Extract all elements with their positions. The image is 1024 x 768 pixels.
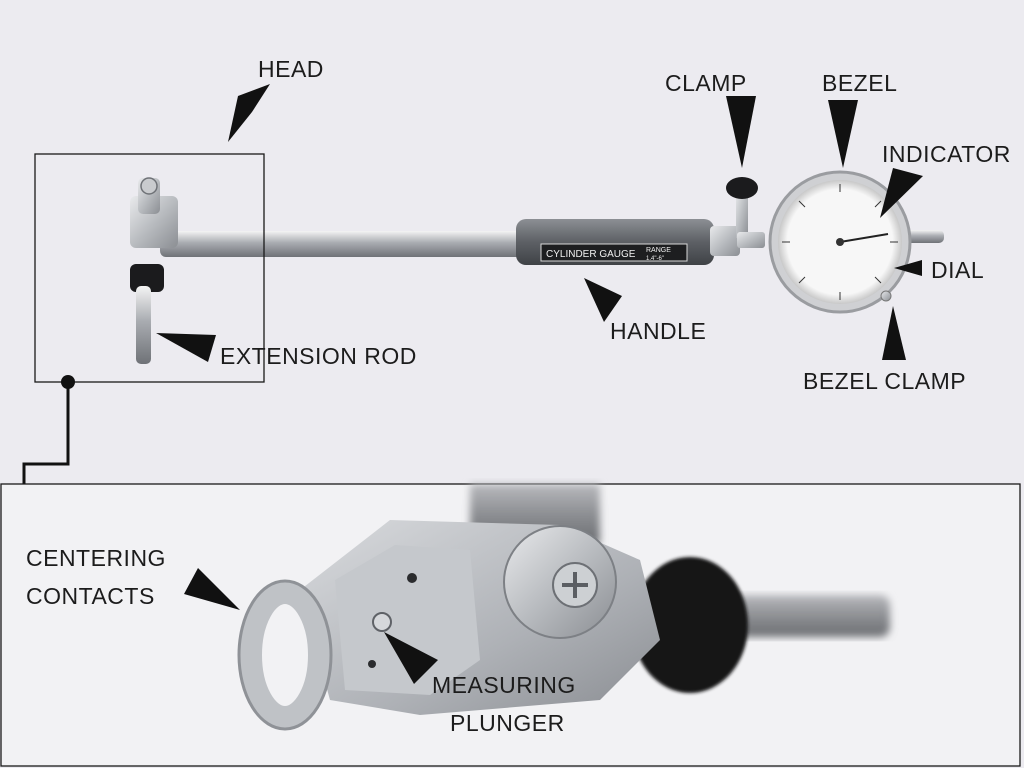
label-indicator: INDICATOR: [882, 141, 1011, 167]
head-detail-box: [34, 153, 265, 383]
handle-range-title: RANGE: [646, 247, 671, 254]
extension-rod-arrow: [156, 333, 216, 362]
label-dial: DIAL: [931, 257, 985, 283]
label-measuring-plunger-line1: MEASURING: [432, 672, 576, 698]
head-nut: [130, 264, 164, 292]
closeup-black-nut: [632, 557, 748, 693]
label-centering-contacts-line2: CONTACTS: [26, 583, 155, 609]
bezel-arrow: [828, 100, 858, 168]
closeup-screw-slot: [562, 572, 588, 598]
needle-hub: [836, 238, 844, 246]
bezel-clamp-screw: [880, 290, 892, 302]
handle-arrow: [584, 278, 622, 322]
gauge-rod: [160, 231, 530, 257]
extension-rod: [136, 286, 151, 364]
label-centering-contacts-line1: CENTERING: [26, 545, 166, 571]
pointer-arrows: [156, 84, 923, 684]
gauge-overview: CYLINDER GAUGE RANGE 1.4"-6": [22, 153, 944, 494]
dial-arrow: [894, 260, 922, 276]
closeup-head-face: [335, 545, 480, 695]
centering-contacts-arrow: [184, 568, 240, 610]
closeup-centering-contact: [240, 582, 330, 728]
closeup-hole-1: [407, 573, 417, 583]
handle-range-value: 1.4"-6": [646, 256, 664, 262]
bezel-clamp-arrow: [882, 306, 906, 360]
clamp-ring: [737, 232, 765, 248]
dial-ticks: [782, 184, 898, 300]
connector-line: [22, 382, 70, 494]
label-measuring-plunger-line2: PLUNGER: [450, 710, 565, 736]
label-extension-rod: EXTENSION ROD: [220, 343, 417, 369]
label-handle: HANDLE: [610, 318, 707, 344]
head-arrow: [228, 84, 270, 142]
closeup-centering-contact-edge: [237, 579, 333, 731]
measuring-plunger-arrow: [384, 632, 438, 684]
indicator-needle: [839, 233, 889, 243]
handle-label-plate: [540, 243, 688, 262]
clamp-arrow: [726, 96, 756, 168]
closeup-measuring-plunger: [372, 612, 392, 632]
closeup-hole-2: [368, 660, 376, 668]
clamp-knob: [726, 177, 758, 199]
handle-brand-text: CYLINDER GAUGE: [546, 249, 636, 260]
label-bezel: BEZEL: [822, 70, 898, 96]
handle-collar: [710, 226, 740, 256]
indicator-arrow: [880, 168, 923, 218]
head-screw: [140, 177, 158, 195]
label-head: HEAD: [258, 56, 324, 82]
clamp-stem: [736, 190, 748, 238]
label-clamp: CLAMP: [665, 70, 747, 96]
label-bezel-clamp: BEZEL CLAMP: [803, 368, 967, 394]
closeup-panel: [0, 483, 1021, 767]
